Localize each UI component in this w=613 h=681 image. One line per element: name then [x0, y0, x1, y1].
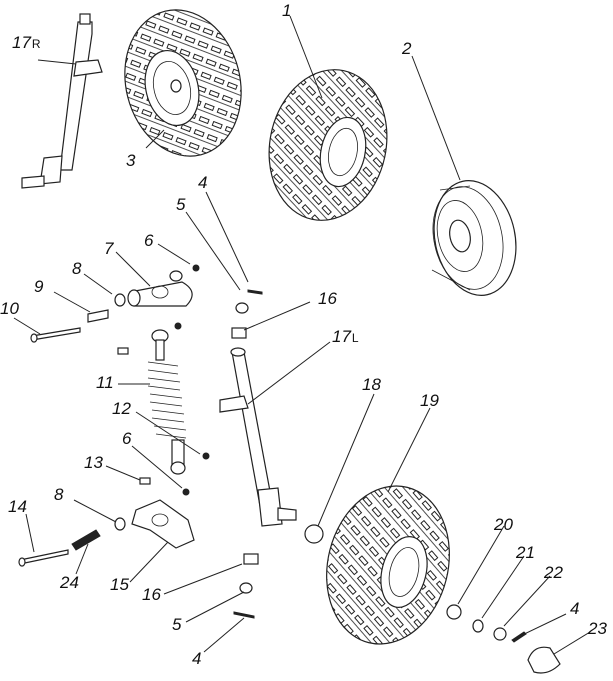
callout-13: 13: [84, 453, 103, 472]
callout-14: 14: [8, 497, 27, 516]
bolt-10: [30, 327, 81, 343]
callout-1: 1: [282, 1, 292, 20]
callout-18: 18: [362, 375, 381, 394]
callout-17l: 17L: [332, 328, 359, 345]
callout-4-upper: 4: [198, 173, 208, 192]
upper-a-arm: [127, 281, 193, 307]
callout-4-lower: 4: [192, 649, 202, 668]
callout-5-lower: 5: [172, 615, 182, 634]
callout-17r-number: 17: [12, 33, 31, 52]
callout-17r: 17R: [12, 34, 41, 51]
callout-17r-suffix: R: [31, 37, 41, 51]
wheel-rim: [431, 180, 517, 296]
bolt-14: [18, 549, 69, 567]
callout-8-upper: 8: [72, 259, 82, 278]
tire-lower: [326, 485, 450, 645]
callout-5-upper: 5: [176, 195, 186, 214]
steering-knuckle-right: [21, 13, 103, 189]
callout-10: 10: [0, 299, 19, 318]
callout-24: 24: [60, 573, 79, 592]
callout-23: 23: [588, 619, 607, 638]
callout-17l-suffix: L: [351, 331, 359, 345]
steering-knuckle-left: [219, 347, 297, 527]
callout-11: 11: [96, 373, 114, 392]
callout-16-lower: 16: [142, 585, 161, 604]
callout-6-lower: 6: [122, 429, 132, 448]
callout-7: 7: [104, 239, 114, 258]
callout-17l-number: 17: [332, 327, 351, 346]
callout-22: 22: [544, 563, 563, 582]
callout-16-upper: 16: [318, 289, 337, 308]
callout-20: 20: [494, 515, 513, 534]
callout-15: 15: [110, 575, 129, 594]
callout-2: 2: [402, 39, 412, 58]
callout-19: 19: [420, 391, 439, 410]
callout-3: 3: [126, 151, 136, 170]
leader-lines: [13, 15, 591, 655]
callout-9: 9: [34, 277, 44, 296]
lower-a-arm: [131, 499, 195, 549]
callout-6-upper: 6: [144, 231, 154, 250]
callout-4-right: 4: [570, 599, 580, 618]
sleeve-9: [87, 309, 109, 323]
tire-upper-left: [124, 9, 242, 157]
callout-8-lower: 8: [54, 485, 64, 504]
shock-absorber: [147, 329, 187, 475]
callout-21: 21: [516, 543, 535, 562]
callout-12: 12: [112, 399, 131, 418]
spring-24: [71, 529, 101, 551]
tire-upper-middle: [268, 69, 388, 221]
